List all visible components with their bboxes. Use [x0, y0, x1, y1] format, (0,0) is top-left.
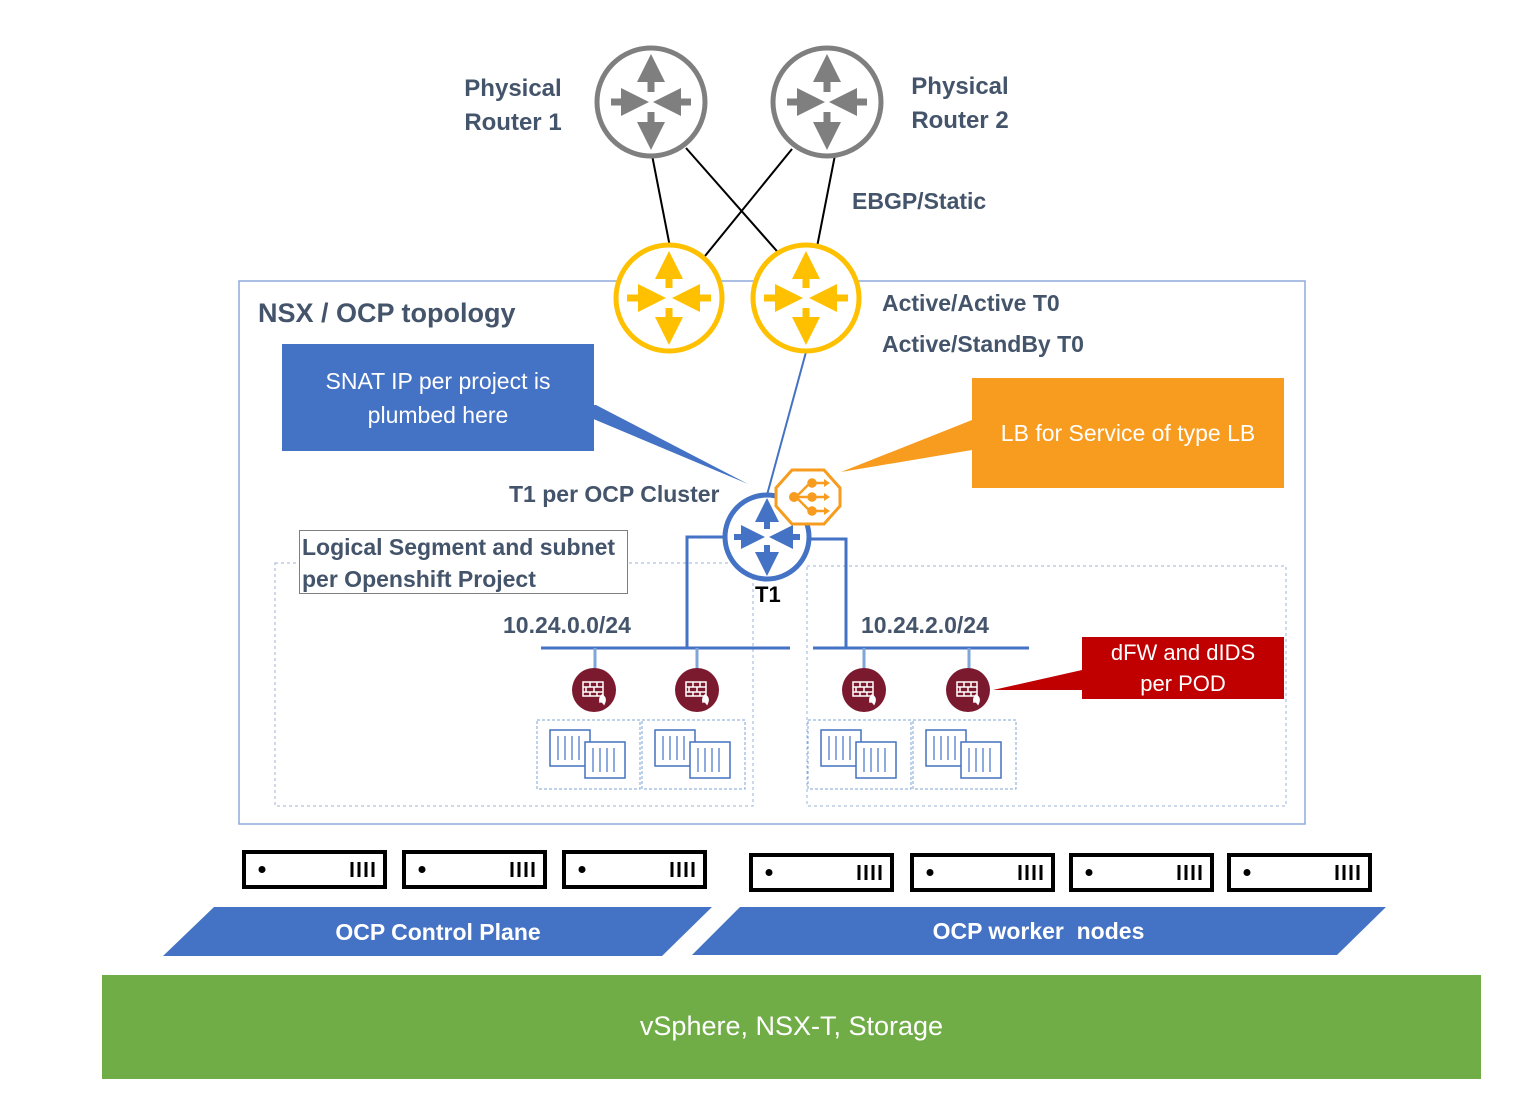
lb-callout-text: LB for Service of type LB [1000, 419, 1256, 446]
load-balancer-icon [774, 468, 842, 526]
pod-container-icon [641, 719, 746, 790]
server-node-icon [402, 850, 547, 889]
segment-wiring [685, 535, 848, 648]
pod-container-icon [912, 719, 1017, 790]
lb-callout: LB for Service of type LB [972, 378, 1284, 488]
subnet-left-label: 10.24.0.0/24 [503, 612, 631, 638]
physical-router-1-icon [594, 45, 708, 159]
t1-label: T1 [755, 582, 781, 607]
uplink-links [651, 147, 836, 259]
server-node-icon [562, 850, 707, 889]
server-node-icon [242, 850, 387, 889]
server-node-icon [910, 853, 1055, 892]
physical-router-1-label: Physical Router 1 [464, 75, 562, 136]
server-node-icon [1227, 853, 1372, 892]
lb-callout-tail [841, 420, 972, 472]
pod-drops [593, 648, 971, 670]
t0-t1-link [766, 351, 807, 496]
base-layer-label: vSphere, NSX-T, Storage [639, 1011, 944, 1041]
pod-container-icon [807, 719, 912, 790]
t0-active-standby-label: Active/StandBy T0 [882, 331, 1084, 357]
physical-router-2-icon [770, 45, 884, 159]
physical-router-2-label: Physical Router 2 [911, 73, 1009, 134]
t0-active-active-label: Active/Active T0 [882, 290, 1060, 316]
t0-router-2-icon [750, 242, 862, 354]
t0-router-1-icon [613, 242, 725, 354]
worker-nodes-band [692, 907, 1386, 955]
ebgp-label: EBGP/Static [852, 188, 987, 214]
firewall-icon [675, 668, 719, 712]
subnet-right-label: 10.24.2.0/24 [861, 612, 989, 638]
server-node-icon [749, 853, 894, 892]
firewall-icon [842, 668, 886, 712]
snat-callout-tail [560, 405, 748, 484]
project-zone-left [274, 562, 754, 807]
segment-note: Logical Segment and subnet per Openshift… [299, 530, 628, 594]
dfw-callout-tail [993, 670, 1082, 690]
dfw-callout-text: dFW and dIDS per POD [1110, 640, 1256, 696]
snat-callout-text: SNAT IP per project is plumbed here [325, 367, 551, 428]
dfw-callout: dFW and dIDS per POD [1082, 637, 1284, 699]
firewall-icon [572, 668, 616, 712]
worker-nodes-label: OCP worker nodes [932, 918, 1145, 944]
control-plane-band [163, 907, 712, 956]
server-node-icon [1069, 853, 1214, 892]
pod-container-icon [536, 719, 641, 790]
control-plane-label: OCP Control Plane [335, 919, 541, 945]
t1-cluster-label: T1 per OCP Cluster [509, 481, 720, 507]
firewall-icon [946, 668, 990, 712]
topology-title: NSX / OCP topology [258, 298, 516, 328]
base-layer-band [102, 975, 1481, 1079]
snat-callout: SNAT IP per project is plumbed here [282, 344, 594, 451]
